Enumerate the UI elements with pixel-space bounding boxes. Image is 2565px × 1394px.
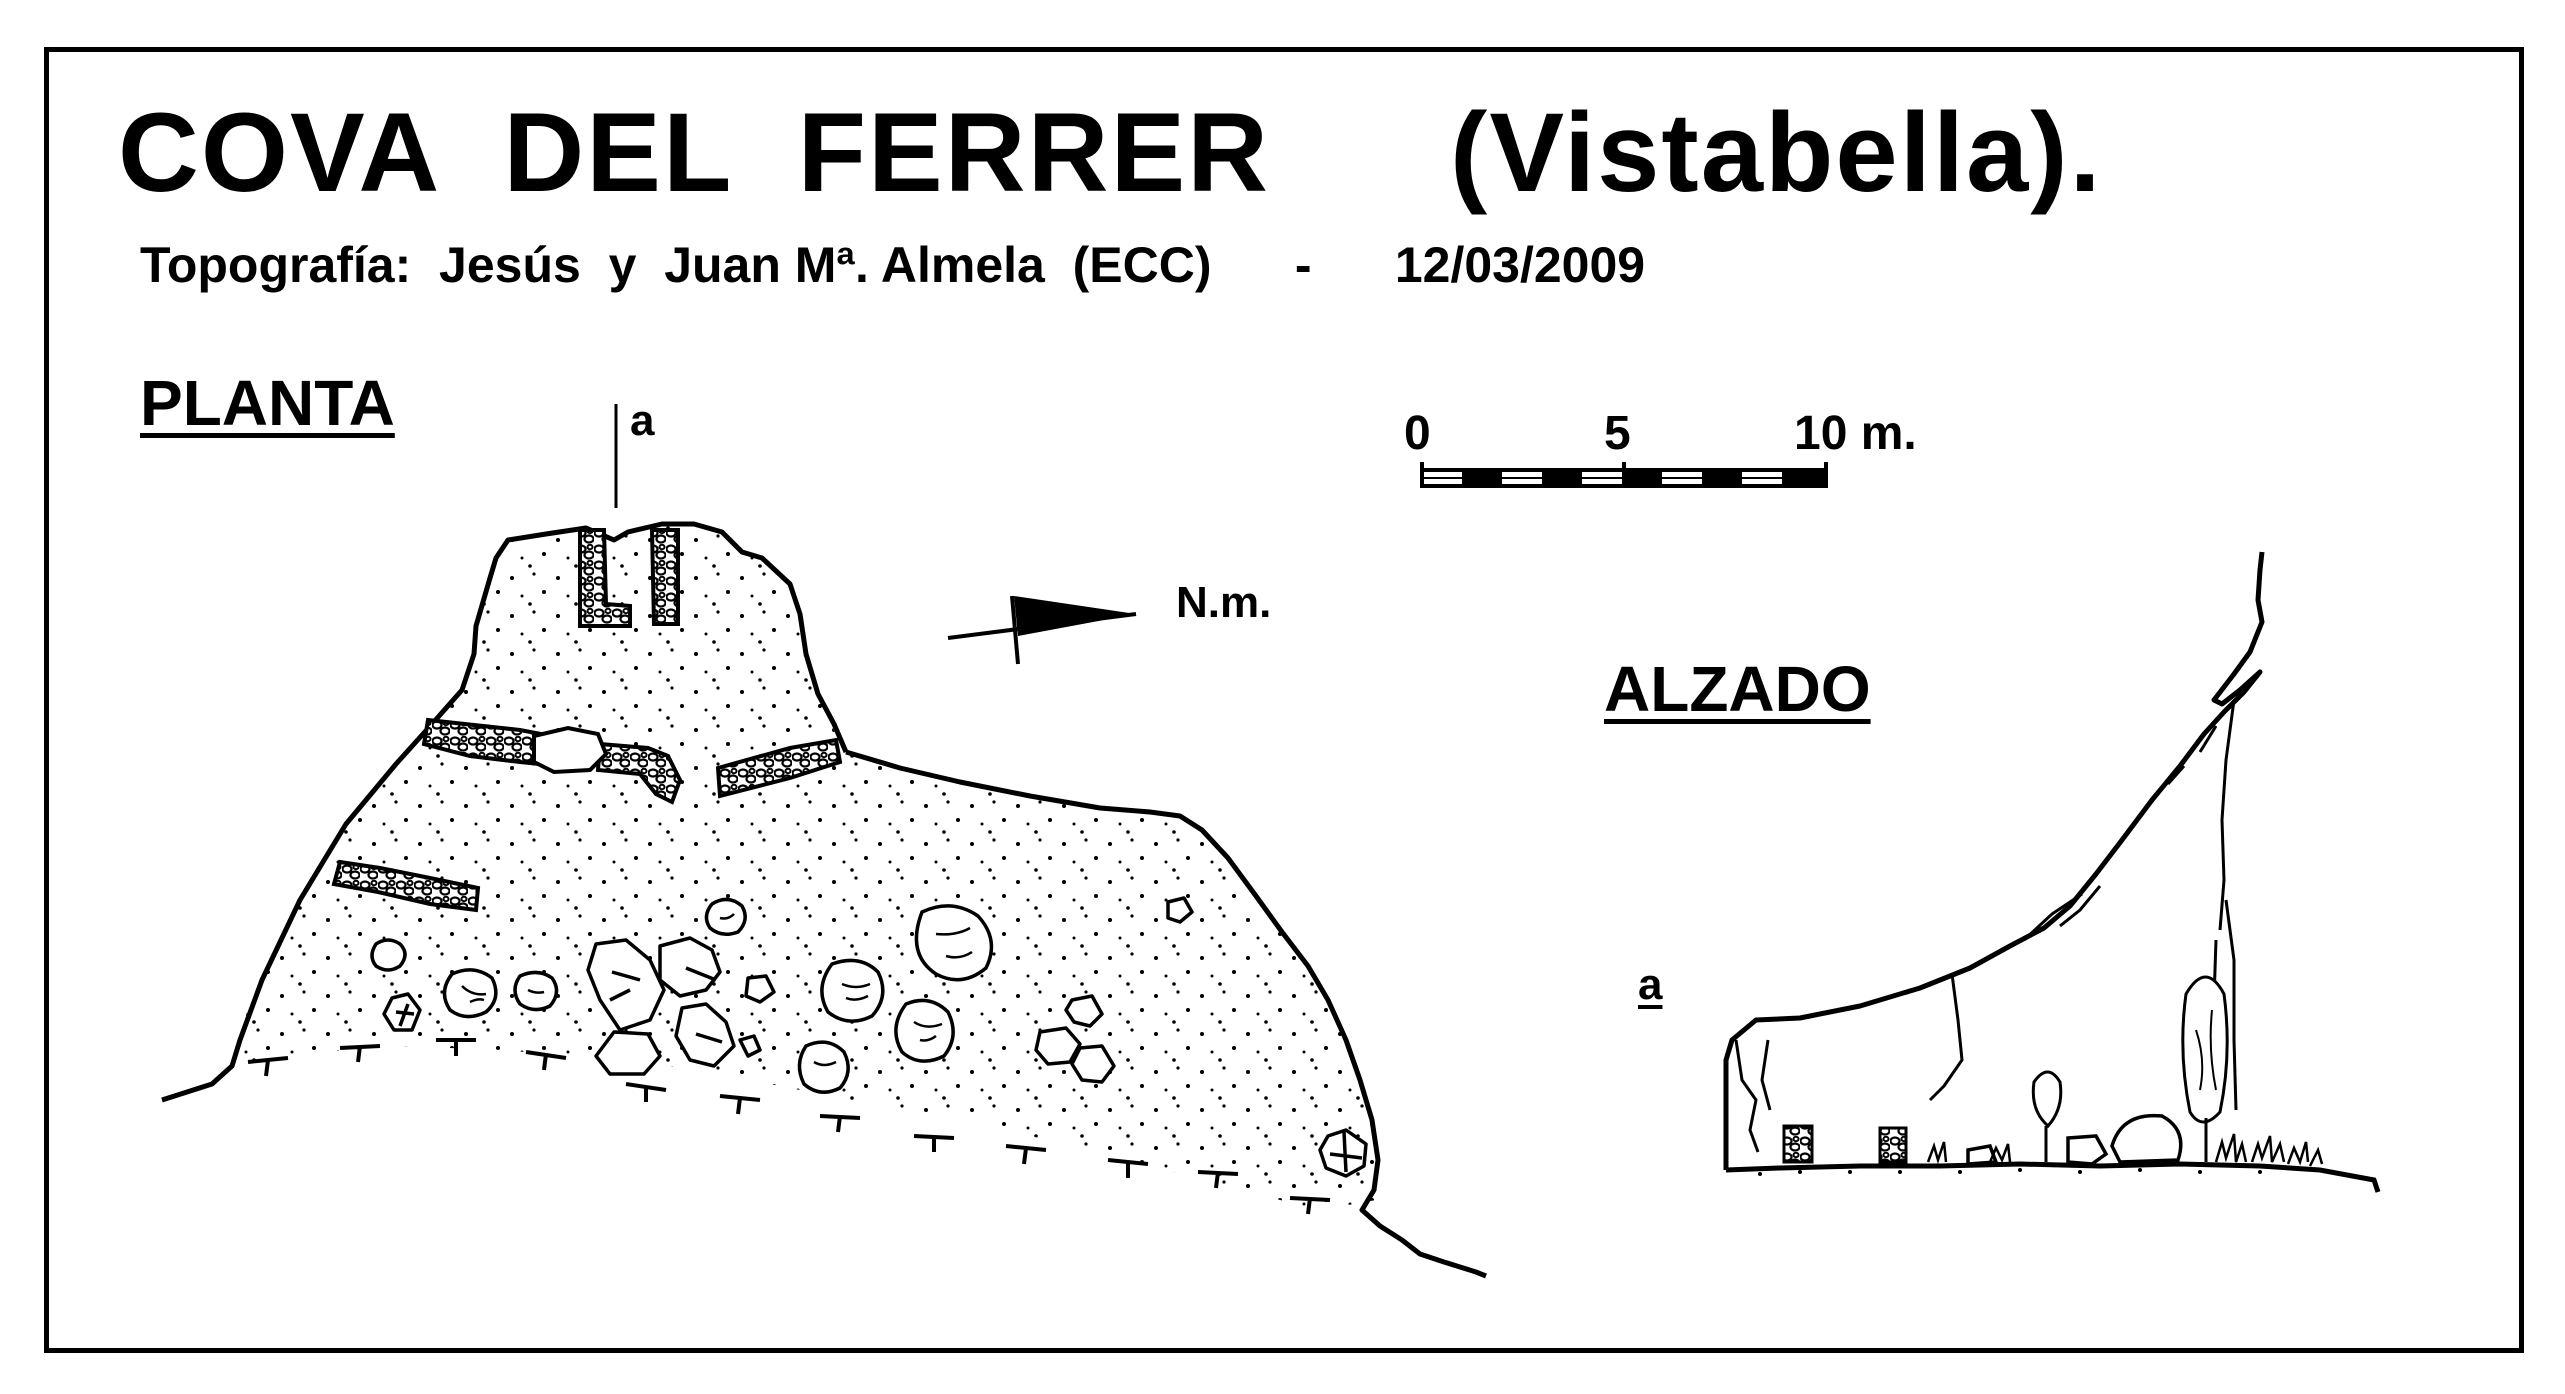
north-label: N.m.	[1176, 578, 1272, 627]
elevation-label: ALZADO	[1604, 653, 1871, 725]
plan-cave-floor	[230, 522, 1380, 1210]
map-title: COVA DEL FERRER (Vistabella).	[118, 88, 2103, 217]
elevation-dry-stone-walls	[1782, 1124, 1908, 1164]
scale-bar	[1420, 462, 1828, 488]
wall-entrance-right	[649, 528, 680, 626]
elevation-cracks	[1734, 699, 2238, 1153]
plan-section-marker: a	[630, 396, 655, 445]
elevation-tree-tall	[2181, 975, 2229, 1162]
wall-middle-center	[595, 741, 683, 805]
plan-left-wall	[161, 521, 849, 1103]
cave-name: COVA DEL FERRER	[118, 90, 1271, 215]
survey-credits: Topografía: Jesús y Juan Mª. Almela (ECC…	[140, 237, 1646, 293]
elevation-ground-fill	[1758, 1168, 2262, 1176]
elevation-tree-small	[2031, 1070, 2063, 1162]
wall-entrance-left	[578, 528, 632, 628]
wall-middle-right	[715, 737, 843, 799]
scale-tick-0: 0	[1404, 407, 1431, 460]
wall-boulder	[532, 725, 609, 775]
elevation-ground	[1725, 1161, 2381, 1193]
plan-view	[161, 404, 1487, 1279]
elevation-section-marker: a	[1638, 960, 1663, 1009]
wall-lower-left	[331, 859, 481, 913]
elevation-view	[1723, 551, 2381, 1193]
drawing-frame	[44, 47, 2524, 1353]
plan-label: PLANTA	[140, 367, 395, 439]
north-arrow-icon	[947, 595, 1137, 665]
plan-right-wall	[845, 749, 1487, 1279]
scale-tick-5: 5	[1604, 407, 1631, 460]
scale-tick-10: 10 m.	[1794, 407, 1917, 460]
plan-boulders	[382, 896, 1368, 1178]
plan-drip-line	[247, 1038, 1331, 1215]
elevation-boulders	[1966, 1113, 2183, 1166]
elevation-rock-profile	[1723, 551, 2265, 1170]
elevation-grass	[1926, 1133, 2324, 1167]
plan-dry-stone-walls	[331, 528, 843, 913]
cave-location: (Vistabella).	[1450, 90, 2103, 215]
plan-rounded-rocks	[370, 897, 994, 1094]
